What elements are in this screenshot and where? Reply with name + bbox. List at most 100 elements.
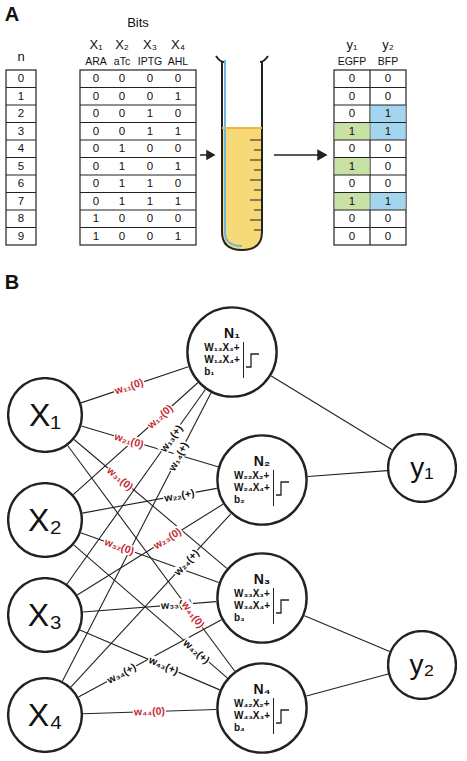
table-header: X₃ — [143, 38, 157, 51]
table-cell: 1 — [119, 161, 125, 173]
table-header: X₁ — [89, 38, 102, 51]
table-cell: 1 — [349, 196, 355, 208]
table-header: n — [17, 50, 24, 63]
step-function-symbol — [274, 596, 290, 616]
table-cell: 1 — [93, 213, 99, 225]
panel-letter: A — [5, 4, 19, 24]
table-cell: 1 — [175, 196, 181, 208]
table-cell: 0 — [147, 143, 153, 155]
table-cell: 1 — [147, 126, 153, 138]
weight-label: w₄₁(0) — [179, 598, 207, 631]
node-title: N₄ — [254, 682, 271, 696]
step-function-symbol — [244, 350, 260, 370]
neuron-sum: W₄₂X₂+ W₄₃X₃+ b₄ — [234, 698, 274, 734]
table-cell: 1 — [147, 108, 153, 120]
neuron-body: W₂₂X₂+ W₂₄X₄+ b₂ — [234, 470, 290, 506]
neuron-body: W₃₃X₃+ W₃₄X₄+ b₃ — [234, 588, 290, 624]
table-cell: 0 — [385, 178, 391, 190]
output-cell-fills — [335, 105, 406, 210]
table-cell: 0 — [93, 178, 99, 190]
weight-connection — [81, 426, 218, 467]
panel-letter: B — [5, 272, 19, 292]
table-cell: 0 — [385, 73, 391, 85]
table-cell: 0 — [175, 73, 181, 85]
table-cell: 0 — [385, 231, 391, 243]
table-cell: 6 — [18, 178, 24, 190]
node-title: N₁ — [224, 326, 240, 340]
weight-connection — [71, 514, 231, 687]
table-cell: 0 — [119, 126, 125, 138]
table-header: y₂ — [382, 38, 394, 51]
neuron-circle: N₂W₂₂X₂+ W₂₄X₄+ b₂ — [216, 434, 308, 526]
table-header: X₄ — [171, 38, 185, 51]
table-header: ARA — [85, 56, 107, 67]
neuron-body: W₄₂X₂+ W₄₃X₃+ b₄ — [234, 698, 290, 734]
weight-connection — [74, 439, 227, 568]
node-title: X₂ — [28, 504, 62, 536]
weight-label: w₄₂(+) — [180, 636, 212, 666]
table-cell: 1 — [349, 161, 355, 173]
neuron-circle: N₁ W₁₃X₃+ W₁₄X₄+ b₁ — [186, 306, 278, 398]
table-cell: 4 — [18, 143, 24, 155]
table-header: IPTG — [138, 56, 163, 67]
table-header: y₁ — [347, 38, 358, 51]
table-cell: 0 — [175, 178, 181, 190]
table-cell: 0 — [147, 161, 153, 173]
table-header: AHL — [168, 56, 188, 67]
table-cell: 0 — [93, 108, 99, 120]
weight-connection — [68, 446, 235, 671]
table-cell: 0 — [93, 161, 99, 173]
table-cell: 0 — [147, 73, 153, 85]
table-cell: 0 — [349, 143, 355, 155]
table-cell: 0 — [93, 196, 99, 208]
table-header: X₂ — [115, 38, 129, 51]
weight-connection — [77, 504, 223, 595]
table-cell: 0 — [147, 213, 153, 225]
table-header: aTc — [114, 56, 130, 67]
table-cell: 0 — [119, 108, 125, 120]
table-cell: 0 — [147, 231, 153, 243]
table-cell: 7 — [18, 196, 24, 208]
table-cell: 0 — [385, 161, 391, 173]
table-cell: 0 — [119, 91, 125, 103]
table-cell: 1 — [119, 143, 125, 155]
table-cell: 3 — [18, 126, 24, 138]
table-cell: 9 — [18, 231, 24, 243]
table-cell: 1 — [175, 161, 181, 173]
neuron-circle: N₄ W₄₂X₂+ W₄₃X₃+ b₄ — [216, 662, 308, 754]
table-cell: 1 — [349, 126, 355, 138]
input-circle: X₄ — [7, 677, 83, 753]
table-cell: 0 — [119, 231, 125, 243]
table-cell: 1 — [18, 91, 24, 103]
weight-connection — [74, 545, 228, 678]
table-cell: 0 — [175, 143, 181, 155]
table-cell: 0 — [147, 91, 153, 103]
step-function-symbol — [274, 706, 290, 726]
weight-label: w₂₃(0) — [151, 525, 184, 552]
weight-label: w₃₂(0) — [102, 536, 136, 557]
table-cell: 0 — [93, 143, 99, 155]
neuron-sum: W₂₂X₂+ W₂₄X₄+ b₂ — [234, 470, 274, 506]
table-cell: 0 — [349, 91, 355, 103]
weight-label: w₁₁(0) — [113, 376, 147, 397]
weight-connection — [80, 630, 220, 690]
node-title: N₃ — [254, 572, 271, 586]
table-cell: 0 — [349, 178, 355, 190]
table-cell: 0 — [93, 126, 99, 138]
neuron-sum: W₃₃X₃+ W₃₄X₄+ b₃ — [234, 588, 274, 624]
table-cell: 1 — [175, 231, 181, 243]
weight-connection — [271, 376, 392, 450]
weight-label: w₄₃(+) — [146, 654, 181, 677]
table-cell: 1 — [93, 231, 99, 243]
weight-connection — [81, 533, 219, 583]
node-title: y₂ — [410, 651, 435, 679]
table-cell: 0 — [385, 143, 391, 155]
table-cell: 1 — [147, 196, 153, 208]
input-circle: X₁ — [7, 377, 83, 453]
table-cell: 0 — [385, 91, 391, 103]
output-circle: y₂ — [387, 630, 457, 700]
weight-connection — [67, 389, 205, 584]
neuron-sum: W₁₃X₃+ W₁₄X₄+ b₁ — [204, 342, 244, 378]
table-cell: 0 — [175, 108, 181, 120]
table-cell: 0 — [349, 231, 355, 243]
